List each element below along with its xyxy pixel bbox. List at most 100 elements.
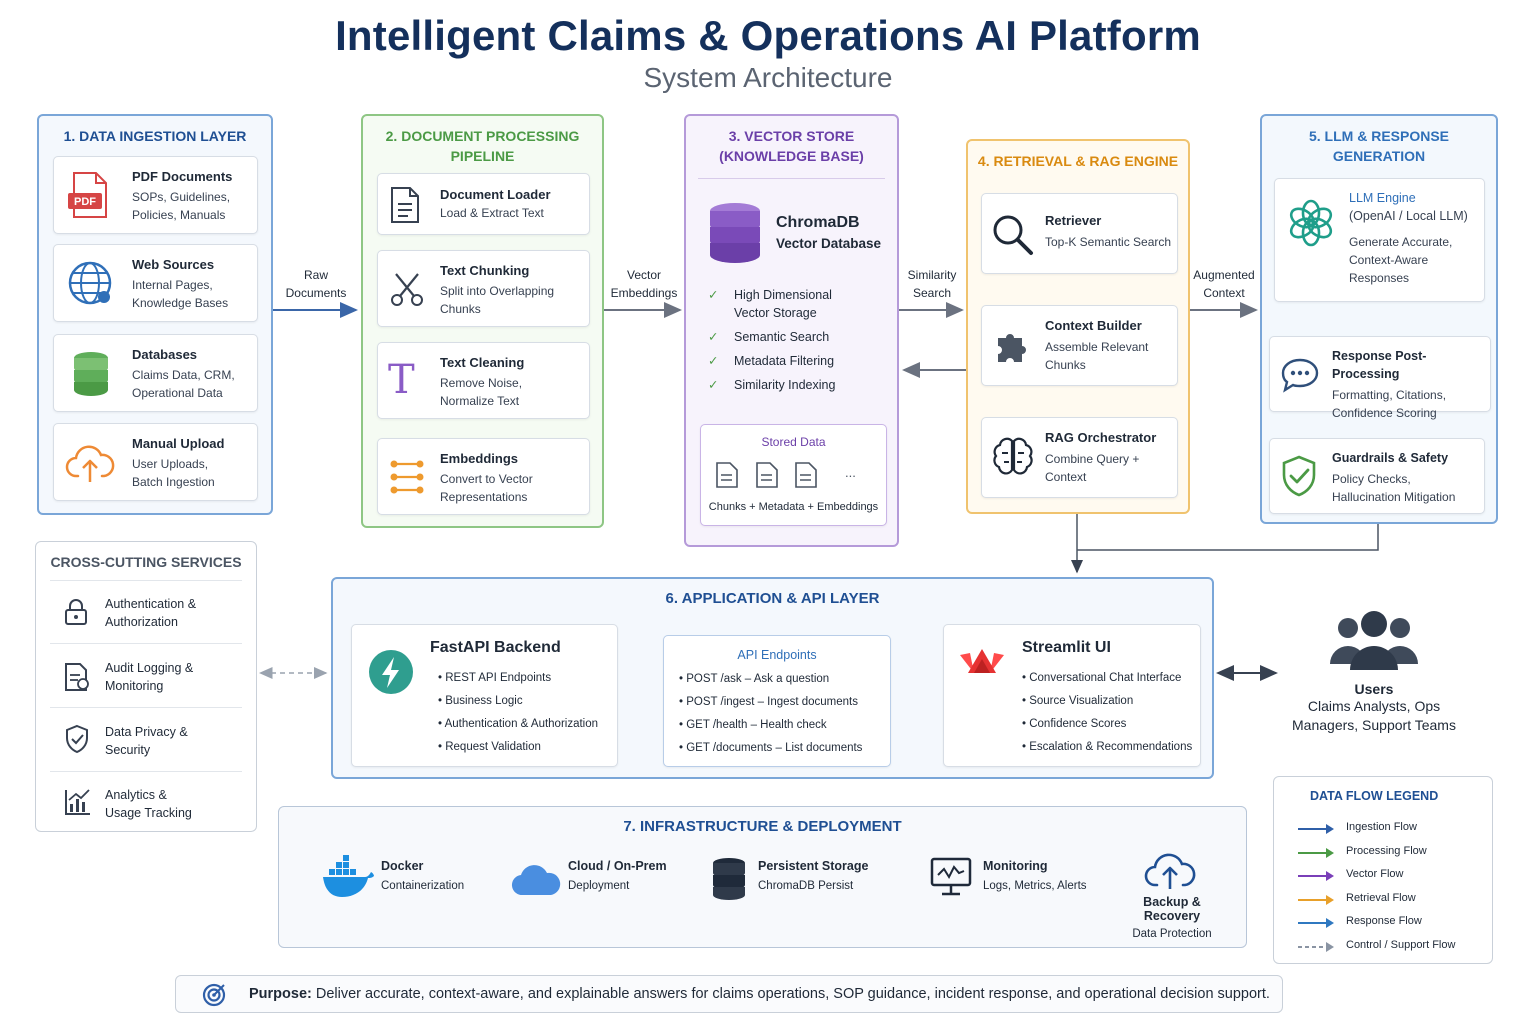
brain-icon — [992, 436, 1034, 483]
card-title: Manual Upload — [132, 436, 225, 451]
target-icon — [202, 983, 226, 1012]
ingestion-card-manual-upload[interactable]: Manual Upload User Uploads, Batch Ingest… — [53, 423, 258, 501]
infra-title: Cloud / On-Prem — [568, 859, 667, 873]
endpoint-item: • POST /ingest – Ingest documents — [679, 696, 858, 708]
feature-text: High Dimensional — [734, 288, 832, 302]
feature-item: ✓ Metadata Filtering — [708, 352, 835, 370]
document-processing-layer: 2. DOCUMENT PROCESSING PIPELINE Document… — [361, 114, 604, 528]
layer-title: 4. RETRIEVAL & RAG ENGINE — [977, 153, 1179, 169]
flow-label-line: Documents — [285, 286, 347, 300]
legend-label: Processing Flow — [1346, 844, 1427, 857]
item-label: Authentication & — [105, 597, 197, 611]
post-processing-card[interactable]: Response Post-Processing Formatting, Cit… — [1269, 336, 1491, 420]
card-title: Guardrails & Safety — [1332, 451, 1449, 465]
ingestion-card-pdf[interactable]: PDF PDF Documents SOPs, Guidelines, Poli… — [53, 156, 258, 234]
bullet-item: • REST API Endpoints — [438, 672, 552, 684]
check-icon: ✓ — [708, 378, 719, 392]
card-desc: Normalize Text — [440, 394, 520, 408]
card-title: Streamlit UI — [1022, 639, 1111, 656]
legend-label: Response Flow — [1346, 915, 1422, 927]
infra-item-backup[interactable]: Backup & Recovery Data Protection — [1115, 895, 1229, 940]
layer-title-line: 3. VECTOR STORE — [728, 128, 855, 144]
layer-title: 6. APPLICATION & API LAYER — [665, 590, 880, 607]
application-api-layer: 6. APPLICATION & API LAYER FastAPI Backe… — [331, 577, 1214, 779]
processing-card-text-chunking[interactable]: Text Chunking Split into Overlapping Chu… — [377, 250, 590, 327]
card-title: Context Builder — [1045, 318, 1142, 333]
card-desc: Policies, Manuals — [132, 208, 226, 222]
api-endpoints-card[interactable]: API Endpoints • POST /ask – Ask a questi… — [663, 635, 891, 767]
processing-card-embeddings[interactable]: Embeddings Convert to Vector Representat… — [377, 438, 590, 515]
card-desc: Formatting, Citations, — [1332, 388, 1447, 402]
feature-item: ✓ High Dimensional Vector Storage — [708, 286, 835, 322]
infra-title: Monitoring — [983, 859, 1048, 873]
processing-card-text-cleaning[interactable]: T Text Cleaning Remove Noise, Normalize … — [377, 342, 590, 419]
card-desc: Policy Checks, — [1332, 472, 1411, 486]
card-desc: Claims Data, CRM, — [132, 368, 235, 382]
flow-label-similarity-search: Similarity Search — [896, 266, 968, 302]
item-label: Authorization — [105, 615, 178, 629]
infra-item-storage[interactable]: Persistent Storage ChromaDB Persist — [758, 859, 868, 892]
users-desc: Managers, Support Teams — [1292, 717, 1456, 733]
bullet-item: • Request Validation — [438, 741, 541, 753]
shield-icon — [64, 724, 90, 759]
feature-text: Similarity Indexing — [734, 378, 836, 392]
card-title: Text Cleaning — [440, 355, 525, 370]
chromadb-icon — [708, 202, 762, 269]
cross-item-privacy[interactable]: Data Privacy & Security — [50, 710, 242, 772]
analytics-icon — [64, 788, 92, 821]
bullet-item: • Conversational Chat Interface — [1022, 672, 1182, 684]
bullet-item: • Business Logic — [438, 695, 523, 707]
card-desc: Convert to Vector — [440, 472, 533, 486]
processing-card-document-loader[interactable]: Document Loader Load & Extract Text — [377, 173, 590, 235]
users-title: Users — [1354, 681, 1394, 697]
infra-item-monitoring[interactable]: Monitoring Logs, Metrics, Alerts — [983, 859, 1087, 892]
users-block: Users Claims Analysts, Ops Managers, Sup… — [1276, 608, 1472, 735]
cross-item-audit[interactable]: Audit Logging & Monitoring — [50, 646, 242, 708]
bullet-item: • Source Visualization — [1022, 695, 1134, 707]
ingestion-card-databases[interactable]: Databases Claims Data, CRM, Operational … — [53, 334, 258, 412]
card-title: Web Sources — [132, 257, 215, 272]
infra-title: Backup & Recovery — [1143, 895, 1201, 923]
item-label: Data Privacy & — [105, 725, 188, 739]
stored-data-card[interactable]: Stored Data ... Chunks + Metadata + Embe… — [700, 424, 887, 526]
audit-log-icon — [64, 662, 90, 697]
legend-arrow-icon — [1298, 941, 1334, 952]
backup-icon — [1144, 851, 1196, 896]
ingestion-card-web[interactable]: Web Sources Internal Pages, Knowledge Ba… — [53, 244, 258, 322]
flow-label-line: Vector — [626, 268, 662, 282]
fastapi-backend-card[interactable]: FastAPI Backend • REST API Endpoints • B… — [351, 624, 618, 767]
infra-item-docker[interactable]: Docker Containerization — [381, 859, 464, 892]
card-desc: Confidence Scoring — [1332, 406, 1437, 420]
layer-title: 1. DATA INGESTION LAYER — [63, 128, 247, 144]
guardrails-card[interactable]: Guardrails & Safety Policy Checks, Hallu… — [1269, 438, 1485, 514]
puzzle-icon — [994, 326, 1034, 371]
infra-title: Persistent Storage — [758, 859, 869, 873]
document-icon — [755, 461, 779, 494]
cross-item-analytics[interactable]: Analytics & Usage Tracking — [50, 774, 242, 830]
legend-label: Control / Support Flow — [1346, 938, 1456, 951]
card-desc: Chunks — [1045, 358, 1086, 372]
streamlit-ui-card[interactable]: Streamlit UI • Conversational Chat Inter… — [943, 624, 1201, 767]
item-label: Analytics & — [105, 788, 167, 802]
retrieval-card-context-builder[interactable]: Context Builder Assemble Relevant Chunks — [981, 305, 1178, 386]
embedding-icon — [390, 459, 424, 500]
bullet-item: • Confidence Scores — [1022, 718, 1127, 730]
chat-bubble-icon — [1280, 357, 1320, 398]
legend-arrow-icon — [1298, 871, 1334, 881]
cross-item-auth[interactable]: Authentication & Authorization — [50, 582, 242, 644]
card-desc: Context-Aware — [1349, 253, 1429, 267]
docker-icon — [321, 855, 375, 904]
legend-title: DATA FLOW LEGEND — [1310, 789, 1439, 803]
feature-item: ✓ Semantic Search — [708, 328, 835, 346]
card-title: LLM Engine — [1349, 191, 1416, 205]
llm-engine-card[interactable]: LLM Engine (OpenAI / Local LLM) Generate… — [1274, 178, 1485, 302]
openai-icon — [1287, 199, 1335, 252]
section-title: CROSS-CUTTING SERVICES — [50, 554, 242, 570]
infra-item-cloud[interactable]: Cloud / On-Prem Deployment — [568, 859, 667, 892]
stored-data-caption: Chunks + Metadata + Embeddings — [708, 501, 879, 513]
retrieval-card-retriever[interactable]: Retriever Top-K Semantic Search — [981, 193, 1178, 274]
retrieval-card-rag-orchestrator[interactable]: RAG Orchestrator Combine Query + Context — [981, 417, 1178, 498]
chromadb-label: ChromaDB Vector Database — [776, 212, 881, 254]
card-desc: Load & Extract Text — [440, 206, 544, 220]
